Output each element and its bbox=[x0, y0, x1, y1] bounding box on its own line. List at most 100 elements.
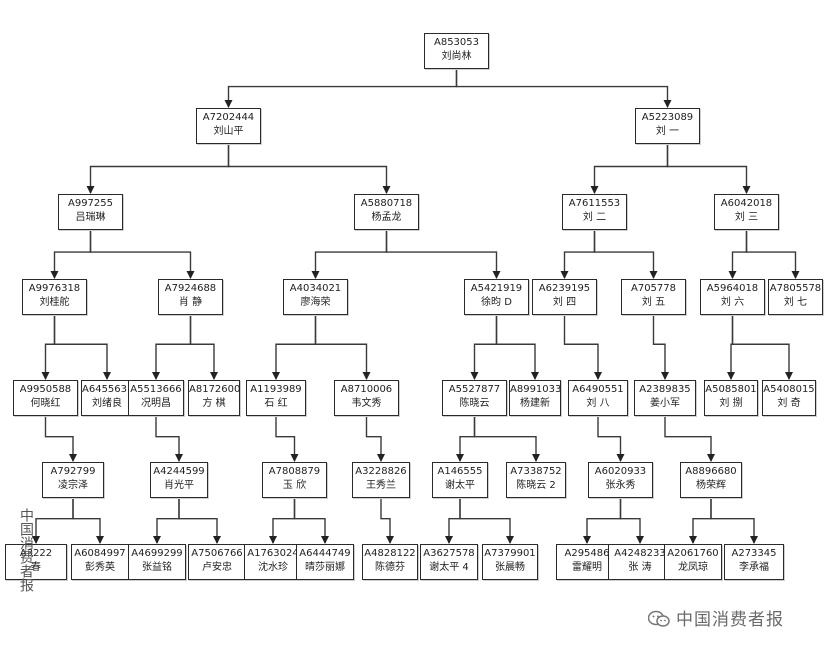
node-code: A3228826 bbox=[355, 466, 407, 477]
connectors bbox=[32, 69, 800, 544]
node-name: 韦文秀 bbox=[351, 398, 382, 409]
node-code: A5085801 bbox=[705, 384, 757, 395]
node-code: A4034021 bbox=[289, 283, 342, 294]
node-name: 谢太平 bbox=[445, 480, 475, 491]
tree-node: A5880718 杨孟龙 bbox=[354, 194, 419, 230]
connector-arrow bbox=[652, 315, 669, 380]
node-code: A997255 bbox=[67, 198, 113, 209]
watermark-bottom-right: 中国消费者报 bbox=[647, 605, 784, 630]
connector-arrow bbox=[455, 69, 672, 108]
connector-arrow bbox=[728, 230, 748, 279]
node-name: 刘 七 bbox=[783, 297, 808, 308]
connector-arrow bbox=[152, 315, 192, 380]
tree-node: A6042018 刘 三 bbox=[714, 194, 779, 230]
node-code: A8896680 bbox=[685, 466, 737, 477]
node-name: 刘山平 bbox=[213, 126, 244, 137]
connector-arrow bbox=[41, 315, 56, 380]
tree-node: A8896680 杨荣辉 bbox=[680, 462, 742, 498]
connector-arrow bbox=[227, 144, 391, 194]
node-code: A4699299 bbox=[131, 548, 183, 559]
node-name: 晴莎丽娜 bbox=[305, 562, 345, 573]
connector-arrow bbox=[560, 230, 596, 279]
connector-arrow bbox=[593, 230, 658, 279]
tree-node: A3222 春 bbox=[5, 544, 67, 580]
node-code: A7611553 bbox=[568, 198, 621, 209]
node-code: A4828122 bbox=[364, 548, 416, 559]
node-name: 石 红 bbox=[264, 398, 288, 409]
connector-arrow bbox=[269, 498, 296, 544]
node-code: A705778 bbox=[630, 283, 676, 294]
node-code: A7808879 bbox=[268, 466, 321, 477]
connector-arrow bbox=[710, 498, 758, 544]
node-name: 何晓红 bbox=[30, 398, 61, 409]
connector-arrow bbox=[155, 416, 183, 462]
node-code: A8172600 bbox=[189, 384, 241, 395]
connector-arrow bbox=[44, 416, 77, 462]
node-name: 刘尚林 bbox=[441, 51, 472, 62]
node-name: 刘 八 bbox=[586, 398, 610, 409]
connector-arrow bbox=[619, 498, 644, 544]
watermark-left: 中国消费者报 bbox=[18, 508, 34, 592]
connector-arrow bbox=[380, 498, 394, 544]
node-name: 刘 四 bbox=[552, 297, 577, 308]
node-code: A5964018 bbox=[706, 283, 759, 294]
node-code: A9976318 bbox=[28, 283, 81, 294]
node-code: A295486 bbox=[564, 548, 610, 559]
node-code: A5421919 bbox=[470, 283, 523, 294]
node-code: A4248233 bbox=[614, 548, 666, 559]
connector-arrow bbox=[153, 498, 180, 544]
connector-arrow bbox=[495, 315, 539, 380]
connector-arrow bbox=[32, 498, 74, 544]
connector-arrow bbox=[745, 230, 800, 279]
node-name: 刘 三 bbox=[734, 212, 759, 223]
connector-arrow bbox=[445, 498, 461, 544]
node-code: A2061760 bbox=[667, 548, 719, 559]
node-name: 杨孟龙 bbox=[371, 212, 402, 223]
connector-arrow bbox=[314, 315, 371, 380]
tree-node: A6020933 张永秀 bbox=[588, 462, 653, 498]
node-name: 沈水珍 bbox=[258, 562, 288, 573]
node-code: A6042018 bbox=[720, 198, 773, 209]
node-code: A7924688 bbox=[164, 283, 217, 294]
connector-arrow bbox=[666, 144, 751, 194]
node-name: 春 bbox=[31, 562, 41, 573]
node-code: A6239195 bbox=[538, 283, 591, 294]
node-name: 刘 奇 bbox=[777, 398, 801, 409]
node-code: A273345 bbox=[731, 548, 777, 559]
connector-arrow bbox=[275, 416, 299, 462]
node-name: 刘 捌 bbox=[719, 398, 743, 409]
node-code: A5513666 bbox=[130, 384, 182, 395]
tree-node: A5085801 刘 捌 bbox=[704, 380, 758, 416]
node-code: A5527877 bbox=[448, 384, 501, 395]
node-code: A6020933 bbox=[594, 466, 647, 477]
node-code: A7202444 bbox=[202, 112, 255, 123]
connector-arrow bbox=[689, 498, 712, 544]
node-name: 张永秀 bbox=[605, 480, 636, 491]
connector-arrow bbox=[731, 315, 793, 380]
node-name: 杨荣辉 bbox=[696, 480, 726, 491]
connector-arrow bbox=[563, 315, 602, 380]
node-code: A3222 bbox=[19, 548, 53, 559]
node-name: 陈晓云 bbox=[459, 398, 490, 409]
node-code: A6084997 bbox=[74, 548, 126, 559]
node-code: A5880718 bbox=[360, 198, 413, 209]
node-code: A2389835 bbox=[639, 384, 691, 395]
node-name: 肖 静 bbox=[178, 297, 203, 308]
